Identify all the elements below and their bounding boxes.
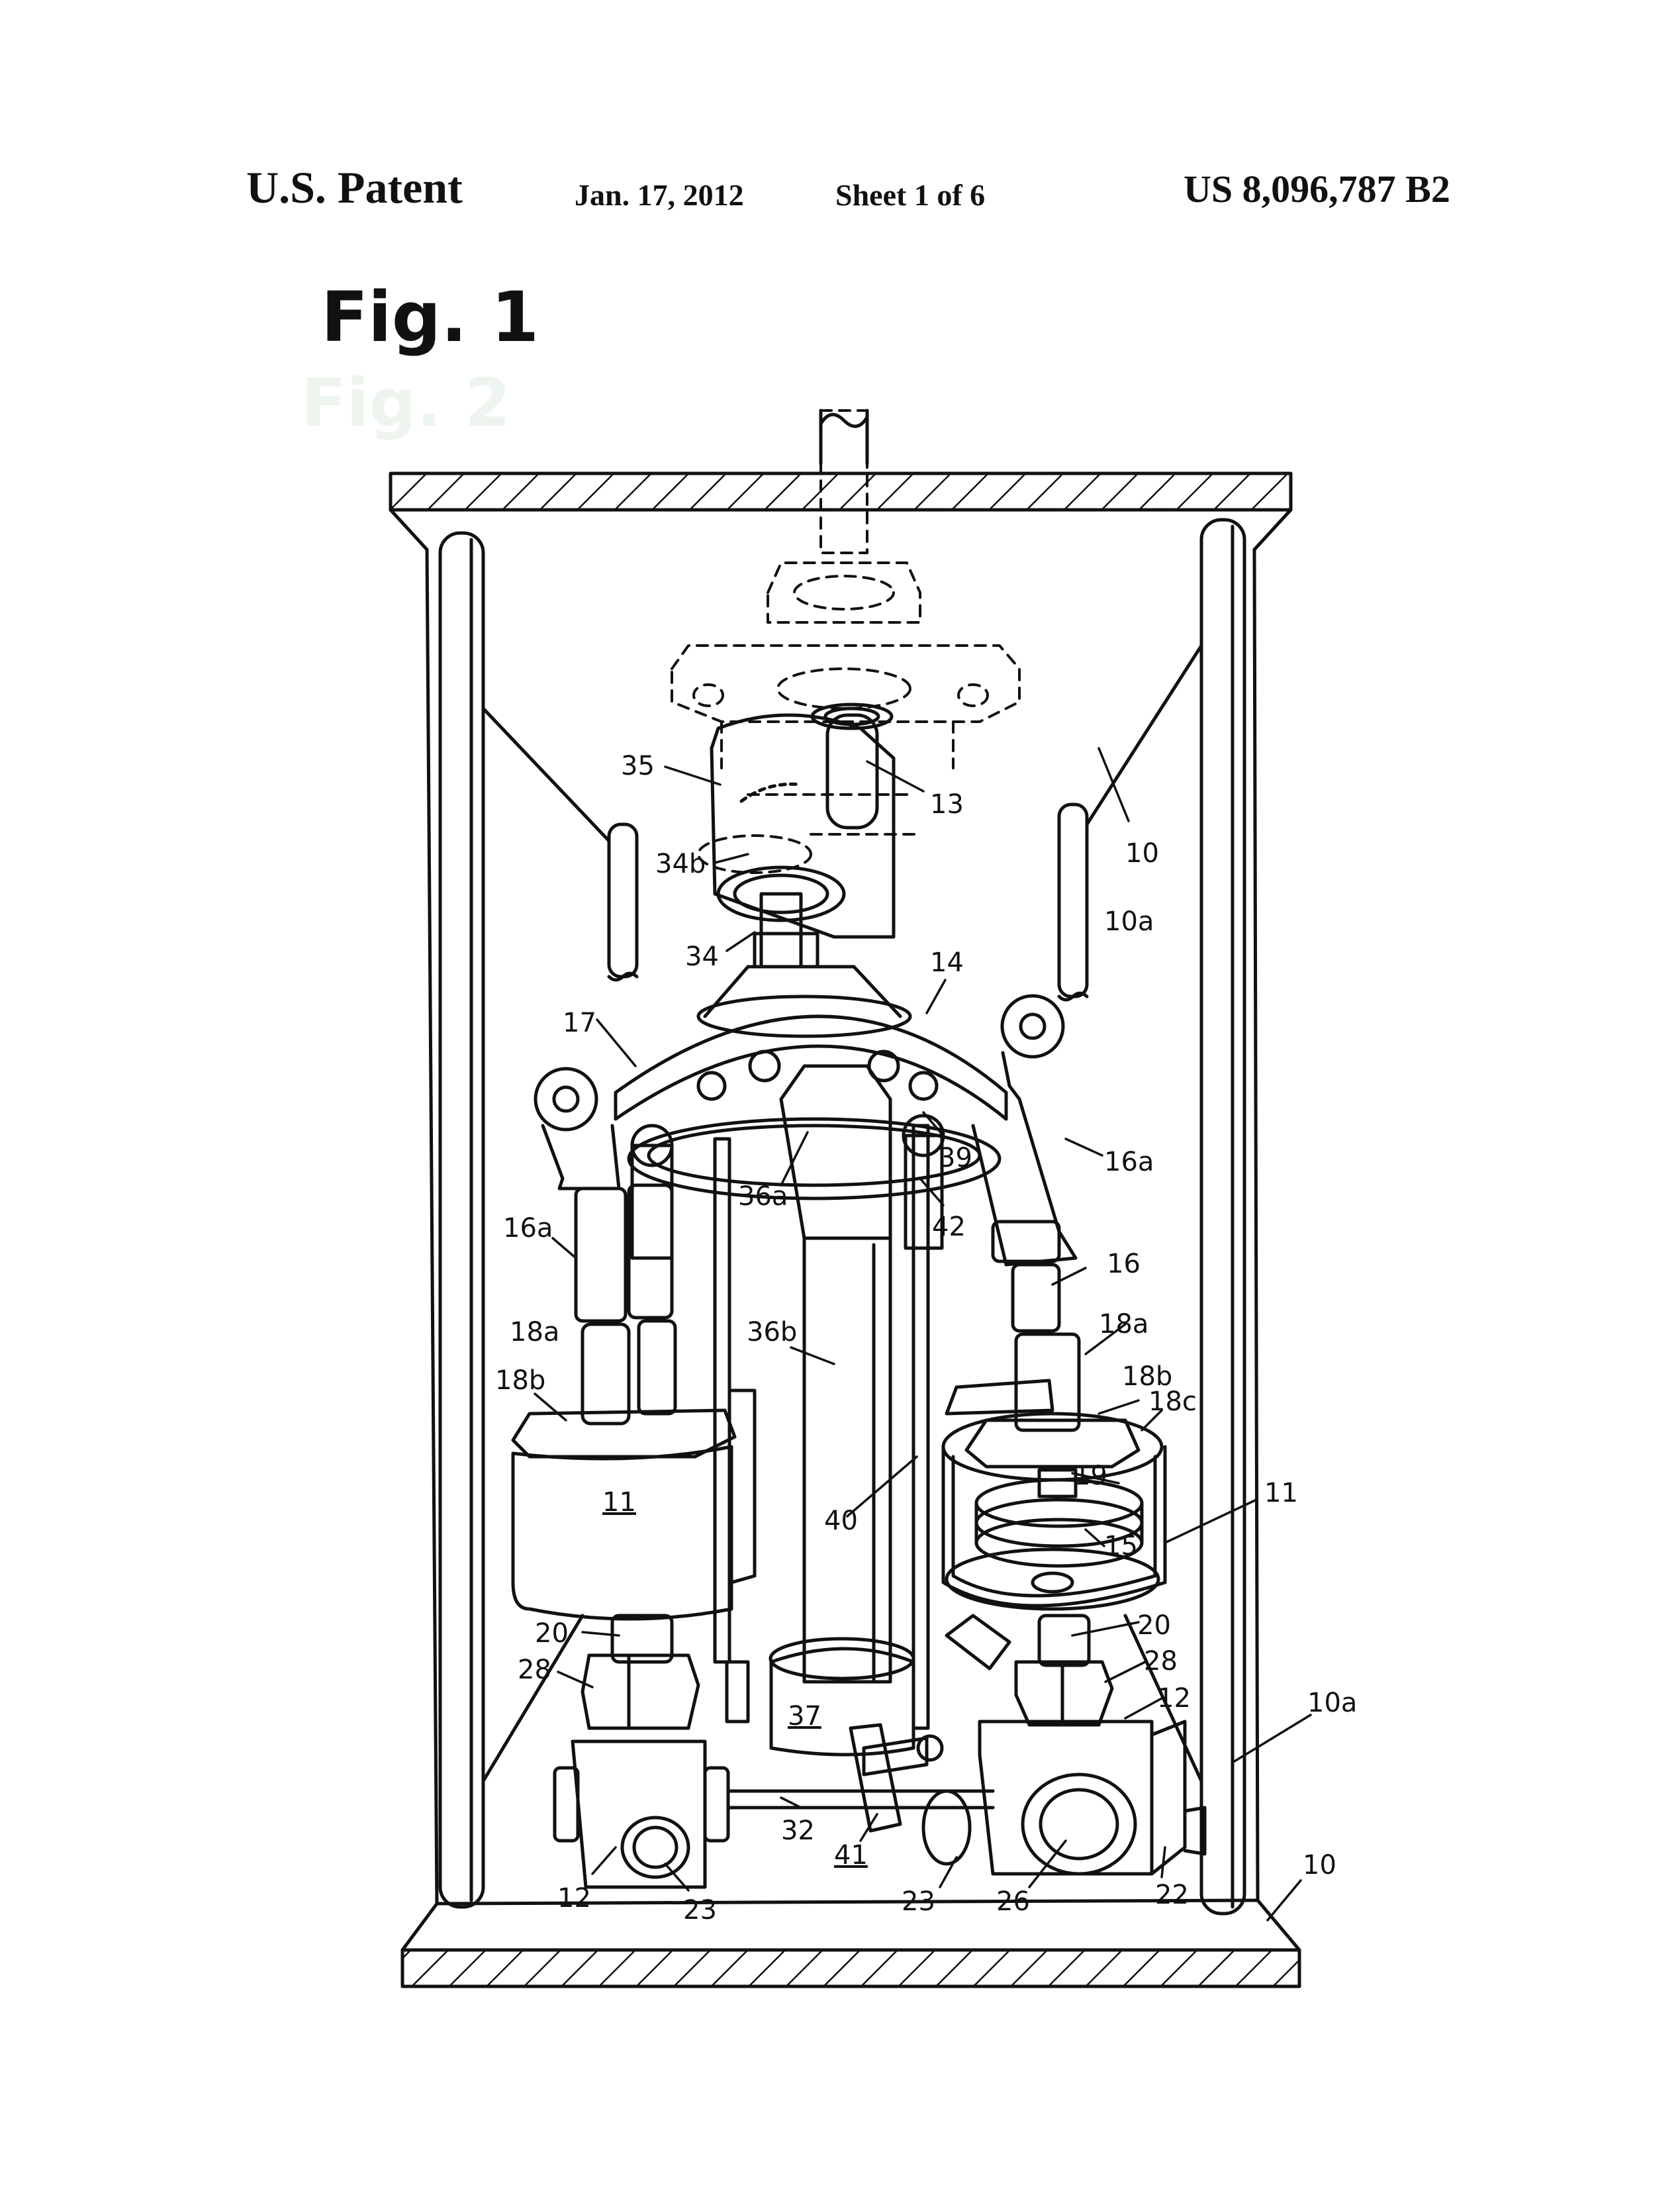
right-coupling-28 — [1016, 1662, 1112, 1725]
label-16a-right: 16a — [1104, 1147, 1154, 1177]
label-35: 35 — [621, 751, 655, 781]
label-10a-top: 10a — [1104, 906, 1154, 937]
drive-shaft-break — [821, 411, 867, 463]
label-13: 13 — [930, 789, 964, 820]
label-23-mid: 23 — [902, 1886, 935, 1917]
label-23-left: 23 — [683, 1895, 717, 1925]
column-base — [770, 1639, 913, 1755]
leader-lines — [535, 748, 1311, 1920]
left-rod-18a — [583, 1321, 675, 1424]
label-28-left: 28 — [518, 1655, 551, 1685]
label-34: 34 — [685, 942, 719, 972]
label-12-left: 12 — [557, 1883, 591, 1914]
frame-braces — [483, 646, 1201, 1781]
label-37: 37 — [788, 1701, 821, 1731]
column-right — [1201, 520, 1244, 1914]
bracket-41 — [851, 1725, 942, 1831]
label-34b: 34b — [655, 849, 706, 879]
left-coupling-28 — [583, 1655, 698, 1728]
label-16: 16 — [1107, 1249, 1141, 1279]
right-valve-block-12 — [923, 1722, 1205, 1874]
central-column — [781, 1066, 890, 1682]
label-18c: 18c — [1148, 1386, 1197, 1417]
label-16a-left: 16a — [503, 1213, 553, 1243]
label-15: 15 — [1104, 1531, 1138, 1561]
label-19: 19 — [1074, 1461, 1107, 1491]
label-17: 17 — [563, 1008, 596, 1038]
piston-rod-19 — [1039, 1470, 1076, 1496]
label-18a-right: 18a — [1099, 1309, 1148, 1339]
control-rods — [715, 1126, 928, 1728]
label-36a: 36a — [738, 1181, 788, 1212]
right-rod-20 — [1039, 1616, 1089, 1665]
label-40: 40 — [824, 1506, 858, 1536]
right-rod-16a — [973, 996, 1076, 1265]
label-28-right: 28 — [1144, 1646, 1178, 1677]
shaft-34 — [755, 894, 817, 967]
label-10a-bottom: 10a — [1307, 1688, 1357, 1718]
label-32: 32 — [781, 1816, 815, 1846]
column-back-right — [1059, 804, 1087, 1000]
label-26: 26 — [996, 1886, 1030, 1917]
right-rod-18a — [1013, 1265, 1079, 1430]
left-cylinder-top-18b — [513, 1410, 735, 1457]
link-lower-left — [632, 1126, 672, 1258]
column-back-left — [609, 824, 637, 980]
label-18a-left: 18a — [510, 1317, 559, 1347]
label-22: 22 — [1155, 1880, 1189, 1910]
label-12-right: 12 — [1157, 1683, 1191, 1714]
label-10-top: 10 — [1125, 838, 1159, 869]
label-11-left: 11 — [602, 1487, 636, 1518]
label-41: 41 — [834, 1840, 868, 1871]
left-valve-block-12 — [555, 1741, 728, 1887]
label-39: 39 — [939, 1143, 972, 1173]
label-36b: 36b — [747, 1317, 797, 1347]
label-18b-left: 18b — [495, 1365, 545, 1396]
left-rod-16a — [536, 1069, 672, 1321]
label-20-left: 20 — [535, 1618, 569, 1649]
label-42: 42 — [932, 1212, 966, 1242]
linkage-arm-right — [947, 1616, 1009, 1669]
label-20-right: 20 — [1137, 1610, 1171, 1641]
column-left — [440, 533, 483, 1907]
bottom-frame-plate — [402, 1950, 1299, 1986]
label-11-right: 11 — [1264, 1478, 1298, 1508]
label-10-bottom: 10 — [1303, 1850, 1336, 1880]
label-14: 14 — [930, 948, 964, 978]
top-frame-plate — [391, 473, 1291, 510]
